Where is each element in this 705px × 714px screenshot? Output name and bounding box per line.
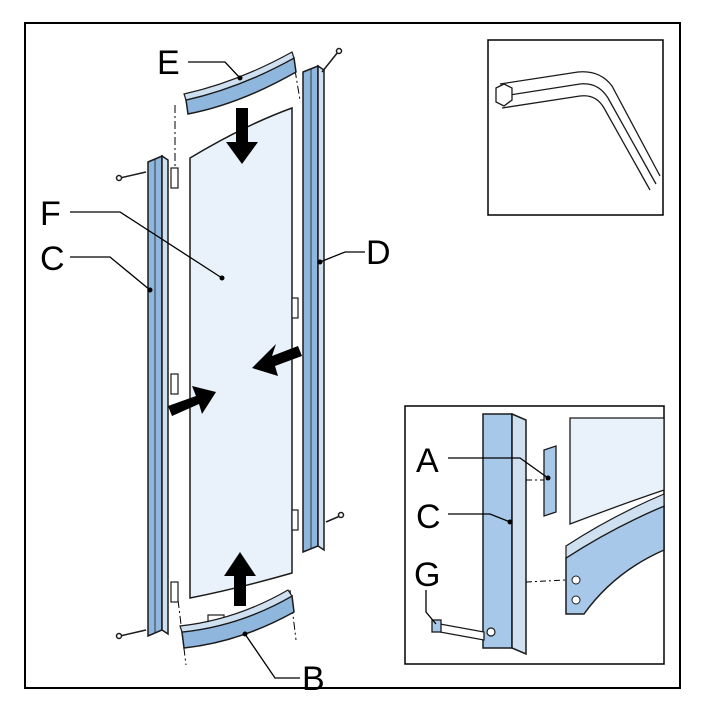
top-rail <box>183 51 297 115</box>
leader-lines <box>70 61 365 679</box>
detail-guide-lines <box>525 479 567 583</box>
screws-right <box>321 47 345 523</box>
tool-inset <box>487 39 664 216</box>
detail-leader-lines <box>425 457 549 625</box>
label-a: A <box>416 442 439 480</box>
arrow-down-icon <box>226 108 258 164</box>
arrow-up-icon <box>224 552 256 606</box>
label-b: B <box>302 660 325 698</box>
detail-leader-dots <box>507 475 551 525</box>
label-d: D <box>366 234 391 272</box>
arrow-left-icon <box>252 344 302 376</box>
bottom-rail <box>179 589 295 649</box>
left-profile <box>147 154 169 638</box>
detail-clip <box>543 445 557 517</box>
glass-panel <box>189 106 293 599</box>
detail-rail <box>565 493 665 615</box>
arrow-right-icon <box>168 386 216 416</box>
label-g: G <box>414 556 440 594</box>
screws-left <box>115 171 147 640</box>
right-profile <box>302 64 325 554</box>
outer-frame <box>24 22 681 689</box>
label-c: C <box>40 240 65 278</box>
label-e: E <box>157 44 180 82</box>
detail-screw <box>431 619 485 641</box>
detail-glass <box>569 417 665 525</box>
detail-profile <box>482 412 527 656</box>
label-f: F <box>40 195 61 233</box>
label-c-detail: C <box>416 498 441 536</box>
leader-dots <box>147 75 323 637</box>
hex-key-icon <box>495 71 661 191</box>
